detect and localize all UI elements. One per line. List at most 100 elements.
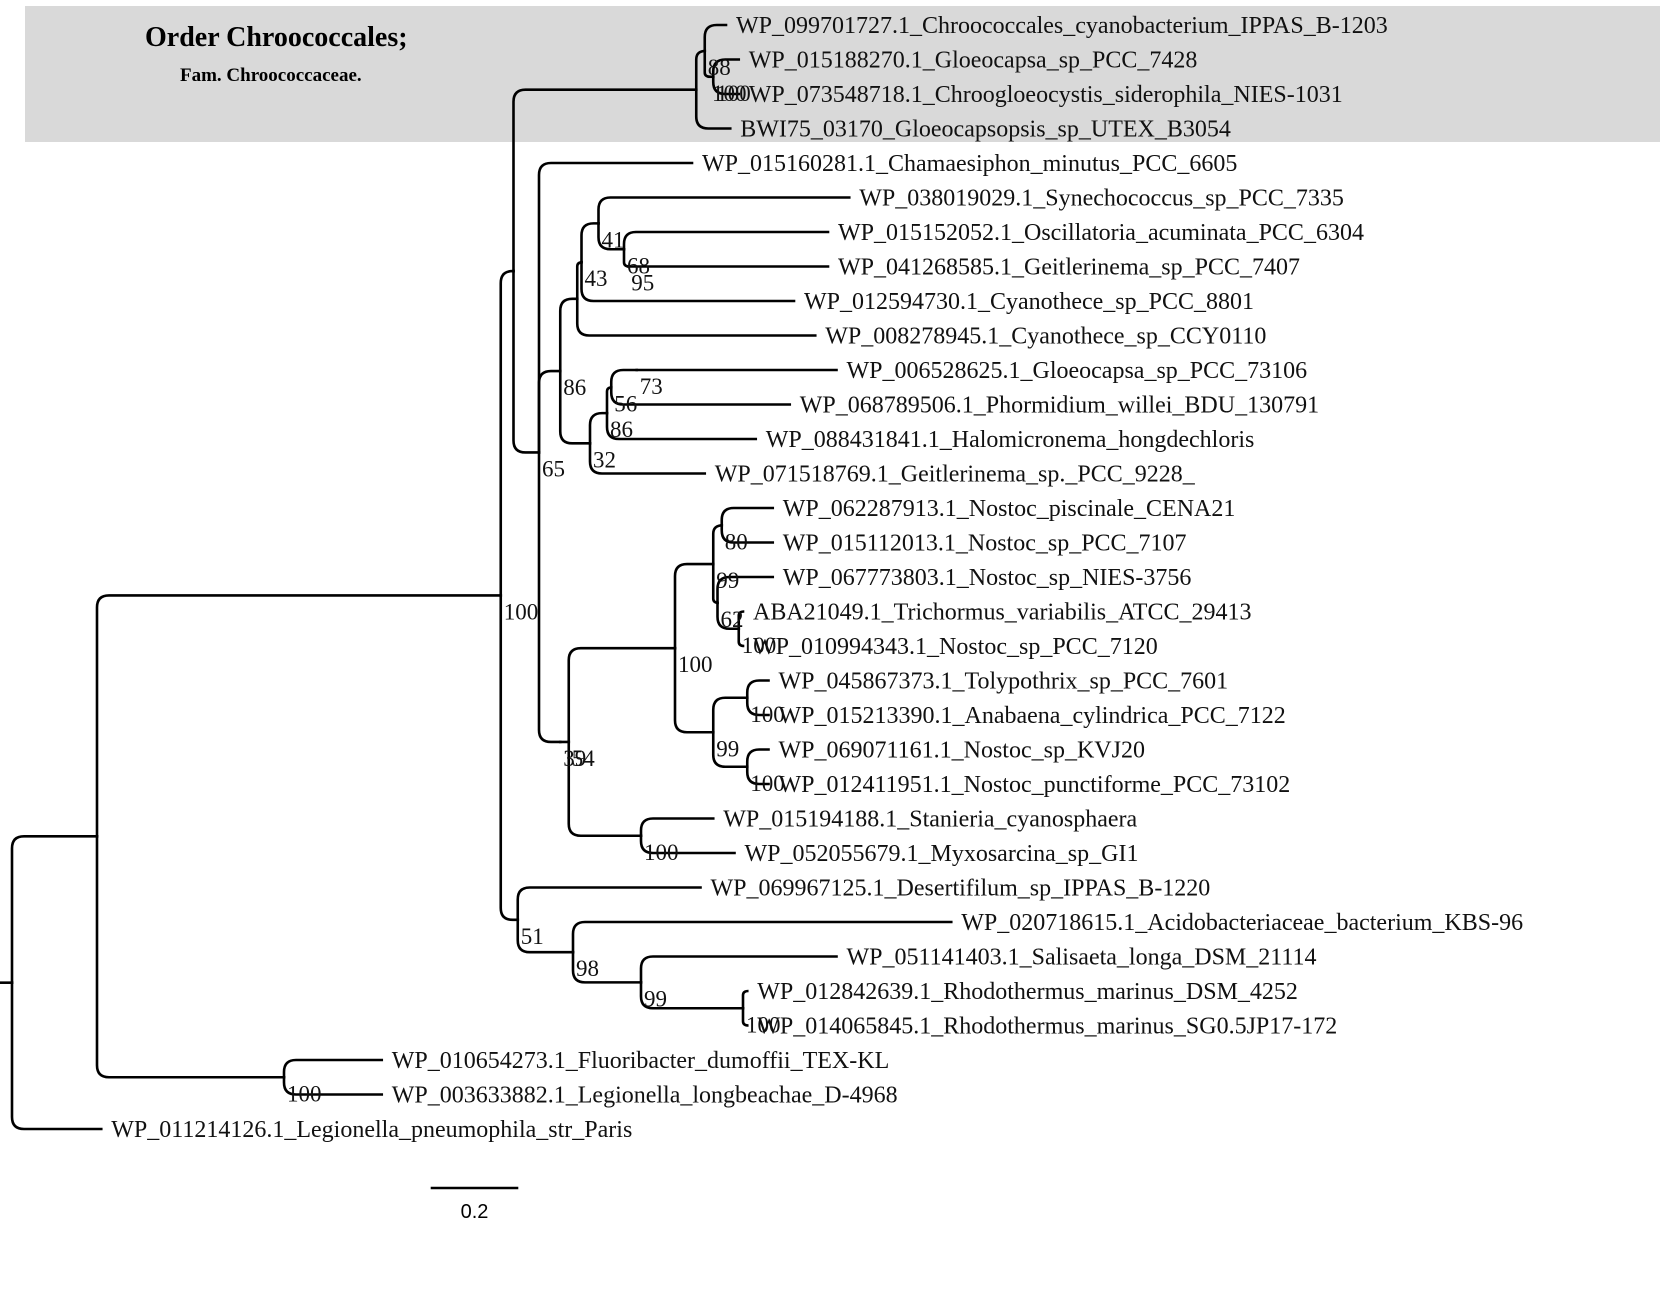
leaf-label: WP_003633882.1_Legionella_longbeachae_D-… [392,1083,898,1109]
leaf-label: WP_067773803.1_Nostoc_sp_NIES-3756 [783,565,1192,591]
internal-branch [567,740,643,838]
leaf-label: WP_071518769.1_Geitlerinema_sp._PCC_9228… [715,462,1196,488]
support-value: 73 [640,374,663,399]
support-value: 43 [585,266,608,291]
internal-branch [609,368,639,389]
leaf-branch [745,679,770,700]
leaf-branch [605,411,758,441]
leaf-label: WP_045867373.1_Tolypothrix_sp_PCC_7601 [779,669,1229,695]
leaf-branch [580,260,796,303]
support-values: 1001008895684143735686328680100629910010… [287,55,785,1106]
internal-branch [537,369,562,454]
support-value: 100 [712,81,747,106]
internal-branch [10,835,99,984]
leaf-branch [622,230,830,251]
leaf-label: WP_015160281.1_Chamaesiphon_minutus_PCC_… [702,151,1237,177]
support-value: 100 [742,633,777,658]
internal-branch [711,730,749,769]
clade-highlight-box [25,6,1660,142]
leaf-branch [609,385,792,406]
leaf-branch [597,196,851,225]
internal-branch [95,835,286,1079]
support-value: 80 [725,529,748,554]
internal-branch [580,222,600,264]
support-value: 62 [721,607,744,632]
highlight-title: Order Chroococcales; [145,22,408,53]
leaf-label: WP_051141403.1_Salisaeta_longa_DSM_21114 [847,945,1317,971]
leaf-label: WP_015188270.1_Gloeocapsa_sp_PCC_7428 [749,48,1198,74]
leaf-branch [571,920,953,954]
internal-branch [673,562,715,650]
internal-branch [639,981,745,1010]
leaf-branch [703,23,728,53]
leaf-label: WP_088431841.1_Halomicronema_hongdechlor… [766,427,1255,453]
internal-branch [711,523,724,566]
leaf-label: WP_068789506.1_Phormidium_willei_BDU_130… [800,393,1319,419]
support-value: 54 [572,746,596,771]
internal-branch [499,269,515,597]
leaf-branch [737,610,745,631]
support-value: 32 [593,447,616,472]
leaf-label: WP_041268585.1_Geitlerinema_sp_PCC_7407 [838,255,1300,281]
leaf-branch [282,1075,384,1096]
support-value: 99 [644,986,667,1011]
support-value: 51 [521,924,544,949]
leaf-branch [716,575,775,605]
leaf-label: WP_069967125.1_Desertifilum_sp_IPPAS_B-1… [711,876,1211,902]
leaf-label: WP_052055679.1_Myxosarcina_sp_GI1 [745,841,1139,867]
leaf-label: WP_006528625.1_Gloeocapsa_sp_PCC_73106 [847,358,1308,384]
support-value: 88 [708,55,731,80]
leaf-branch [639,834,736,855]
leaf-branch [588,442,707,475]
leaf-label: WP_015194188.1_Stanieria_cyanosphaera [723,807,1137,833]
leaf-branch [639,955,838,984]
leaf-branch [737,627,745,648]
internal-branch [512,88,698,273]
leaf-branch [745,748,770,769]
internal-branch [571,950,643,984]
support-value: 100 [716,81,751,106]
leaf-label: WP_015112013.1_Nostoc_sp_PCC_7107 [783,531,1187,557]
leaf-label: BWI75_03170_Gloeocapsopsis_sp_UTEX_B3054 [740,117,1231,143]
internal-branch [694,49,707,91]
support-value: 99 [716,736,739,761]
leaf-branch [720,523,775,544]
leaf-branch [694,88,732,130]
support-value: 99 [716,568,739,593]
leaf-label: WP_069071161.1_Nostoc_sp_KVJ20 [779,738,1145,764]
leaf-branch [745,696,770,717]
support-value: 39 [563,746,586,771]
leaf-branch [741,1006,749,1027]
scale-bar: 0.2 [430,1186,519,1223]
highlight-subtitle: Fam. Chroococcaceae. [180,65,362,86]
support-value: 86 [563,375,586,400]
leaf-branch [282,1058,384,1079]
support-value: 86 [610,417,633,442]
leaf-label: WP_012411951.1_Nostoc_punctiforme_PCC_73… [779,772,1291,798]
internal-branch [567,646,677,744]
leaf-label: WP_015152052.1_Oscillatoria_acuminata_PC… [838,220,1364,246]
leaf-branch [745,765,770,786]
support-value: 56 [614,391,637,416]
support-value: 100 [678,652,713,677]
tree-branches [0,23,953,1131]
internal-branch [588,411,609,445]
leaf-branch [741,989,749,1010]
leaf-label: WP_015213390.1_Anabaena_cylindrica_PCC_7… [779,703,1286,729]
support-value: 100 [746,1012,781,1037]
leaf-label: WP_014065845.1_Rhodothermus_marinus_SG0.… [757,1014,1337,1040]
leaf-label: WP_010994343.1_Nostoc_sp_PCC_7120 [753,634,1158,660]
support-value: 100 [750,771,785,796]
leaf-label: WP_062287913.1_Nostoc_piscinale_CENA21 [783,496,1236,522]
leaf-label: WP_008278945.1_Cyanothece_sp_CCY0110 [825,324,1266,350]
leaf-label: WP_012594730.1_Cyanothece_sp_PCC_8801 [804,289,1254,315]
leaf-branch [537,161,694,454]
leaf-label: WP_012842639.1_Rhodothermus_marinus_DSM_… [757,979,1298,1005]
support-value: 100 [287,1081,322,1106]
leaf-branch [720,506,775,527]
internal-branch [597,222,626,251]
leaf-label: WP_099701727.1_Chroococcales_cyanobacter… [736,13,1388,39]
internal-branch [673,646,715,734]
internal-branch [716,601,741,631]
